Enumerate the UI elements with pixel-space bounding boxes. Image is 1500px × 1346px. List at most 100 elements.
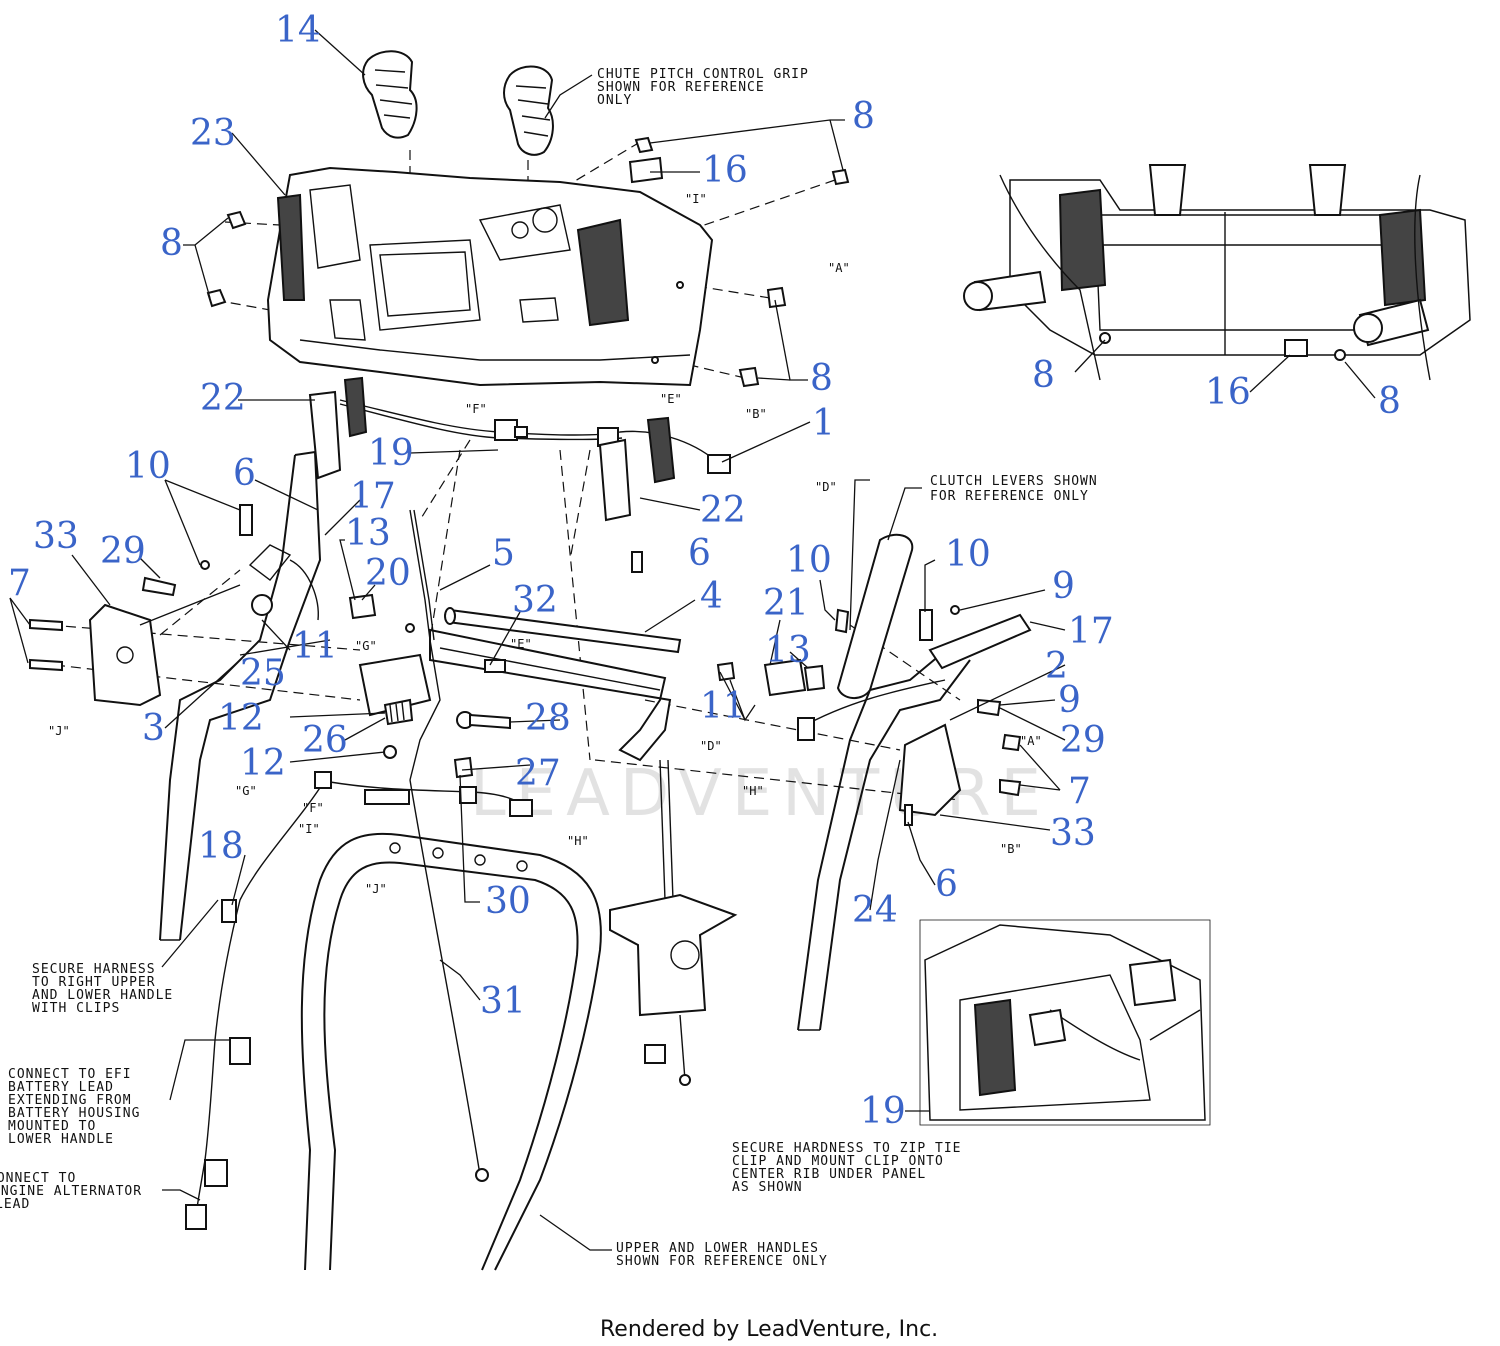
inset-callout-16: 16 [1205, 372, 1251, 413]
note-alternator-line2: ENGINE ALTERNATOR [0, 1184, 142, 1199]
note-efi-line1: CONNECT TO EFI [8, 1067, 132, 1082]
note-secure-line4: WITH CLIPS [32, 1001, 120, 1016]
bolts-left [29, 504, 253, 672]
note-secure-line2: TO RIGHT UPPER [32, 975, 156, 990]
upper-handle-right [797, 654, 971, 1031]
callout-32: 32 [512, 580, 558, 621]
ref-A-right: "A" [1020, 734, 1042, 748]
note-ziptie-line3: CENTER RIB UNDER PANEL [732, 1167, 926, 1182]
note-ziptie-line2: CLIP AND MOUNT CLIP ONTO [732, 1154, 944, 1169]
callout-7-right: 7 [1068, 771, 1091, 812]
callout-22-left: 22 [200, 378, 246, 419]
note-efi-line6: LOWER HANDLE [8, 1132, 114, 1147]
control-bracket-left [88, 584, 241, 707]
inset-callout-8-left: 8 [1032, 355, 1055, 396]
footer-credit: Rendered by LeadVenture, Inc. [600, 1317, 938, 1342]
cable-right [797, 613, 1032, 741]
ref-F-top: "F" [465, 402, 487, 416]
ref-G-mid: "G" [355, 639, 377, 653]
callout-1: 1 [812, 403, 835, 444]
callout-23: 23 [190, 113, 236, 154]
ref-J-bot: "J" [365, 882, 387, 896]
callout-30: 30 [485, 881, 531, 922]
callout-33-right: 33 [1050, 813, 1096, 854]
ref-G-bot: "G" [235, 784, 257, 798]
callout-16: 16 [702, 150, 748, 191]
callout-8-left: 8 [160, 223, 183, 264]
callout-29-right: 29 [1060, 720, 1106, 761]
note-handles-line1: UPPER AND LOWER HANDLES [616, 1241, 819, 1256]
callout-14: 14 [275, 10, 321, 51]
note-alternator-line1: CONNECT TO [0, 1171, 76, 1186]
note-secure-line1: SECURE HARNESS [32, 962, 156, 977]
inset-callout-19: 19 [860, 1091, 906, 1132]
callout-3: 3 [142, 708, 165, 749]
callout-29-left: 29 [100, 531, 146, 572]
ref-H-bot: "H" [567, 834, 589, 848]
chute-pitch-grip-reference [503, 65, 554, 156]
toggle-switch-left [308, 376, 368, 480]
inset-top-right [963, 164, 1471, 381]
callout-6-bottom: 6 [935, 864, 958, 905]
callout-11-left: 11 [292, 626, 338, 667]
ref-D-top: "D" [815, 480, 837, 494]
callout-12-bottom: 12 [240, 743, 286, 784]
panel-fasteners [206, 136, 850, 388]
callout-8-right: 8 [810, 358, 833, 399]
ref-E-top: "E" [660, 392, 682, 406]
callout-22-right: 22 [700, 490, 746, 531]
ref-I-bot: "I" [298, 822, 320, 836]
connection-references: "I" "A" "B" "F" "E" "D" "G" "E" "J" "D" … [48, 192, 1042, 896]
note-alternator-line3: LEAD [0, 1197, 30, 1212]
ref-I-top: "I" [685, 192, 707, 206]
callout-21: 21 [763, 583, 809, 624]
callout-6-top: 6 [233, 453, 256, 494]
ref-J-left: "J" [48, 724, 70, 738]
callout-24: 24 [852, 890, 898, 931]
callout-12-top: 12 [218, 698, 264, 739]
callout-18: 18 [198, 826, 244, 867]
lower-handle-reference [300, 832, 602, 1271]
control-bracket-center [358, 628, 672, 762]
shift-rod [409, 509, 441, 781]
callout-9-top: 9 [1052, 566, 1075, 607]
callout-9-bottom: 9 [1058, 680, 1081, 721]
callout-4: 4 [700, 576, 723, 617]
callout-8-top: 8 [852, 96, 875, 137]
note-handles-line2: SHOWN FOR REFERENCE ONLY [616, 1254, 828, 1269]
callout-10-right: 10 [945, 534, 991, 575]
callout-6-center: 6 [688, 533, 711, 574]
callout-10-center: 10 [786, 540, 832, 581]
note-chute-line2: SHOWN FOR REFERENCE [597, 80, 765, 95]
callout-27: 27 [515, 753, 561, 794]
leader-lines [9, 29, 1376, 1251]
callout-5: 5 [492, 533, 515, 574]
dash-panel [266, 166, 714, 387]
callout-13-left: 13 [345, 513, 391, 554]
chute-pitch-grip [362, 50, 418, 139]
note-clutch-line2: FOR REFERENCE ONLY [930, 489, 1089, 504]
note-efi-line3: EXTENDING FROM [8, 1093, 132, 1108]
toggle-switch-right [598, 416, 676, 522]
note-chute-line1: CHUTE PITCH CONTROL GRIP [597, 67, 809, 82]
callout-numbers: 14 23 8 16 8 8 22 19 1 22 10 6 17 33 29 … [8, 10, 1401, 1132]
inset-callout-8-right: 8 [1378, 381, 1401, 422]
callout-11-right: 11 [700, 686, 746, 727]
callout-17-right: 17 [1068, 611, 1114, 652]
clutch-lever-reference [836, 533, 914, 699]
callout-28: 28 [525, 698, 571, 739]
callout-13-right: 13 [765, 630, 811, 671]
lower-harness [185, 771, 533, 1230]
note-efi-line4: BATTERY HOUSING [8, 1106, 140, 1121]
note-ziptie-line4: AS SHOWN [732, 1180, 803, 1195]
callout-10-left: 10 [125, 446, 171, 487]
note-secure-line3: AND LOWER HANDLE [32, 988, 173, 1003]
note-ziptie-line1: SECURE HARDNESS TO ZIP TIE [732, 1141, 962, 1156]
cross-rod [444, 607, 682, 654]
callout-33-left: 33 [33, 516, 79, 557]
ref-A-top: "A" [828, 261, 850, 275]
upper-handle-left [159, 450, 322, 941]
callout-19: 19 [368, 433, 414, 474]
ref-B-top: "B" [745, 407, 767, 421]
